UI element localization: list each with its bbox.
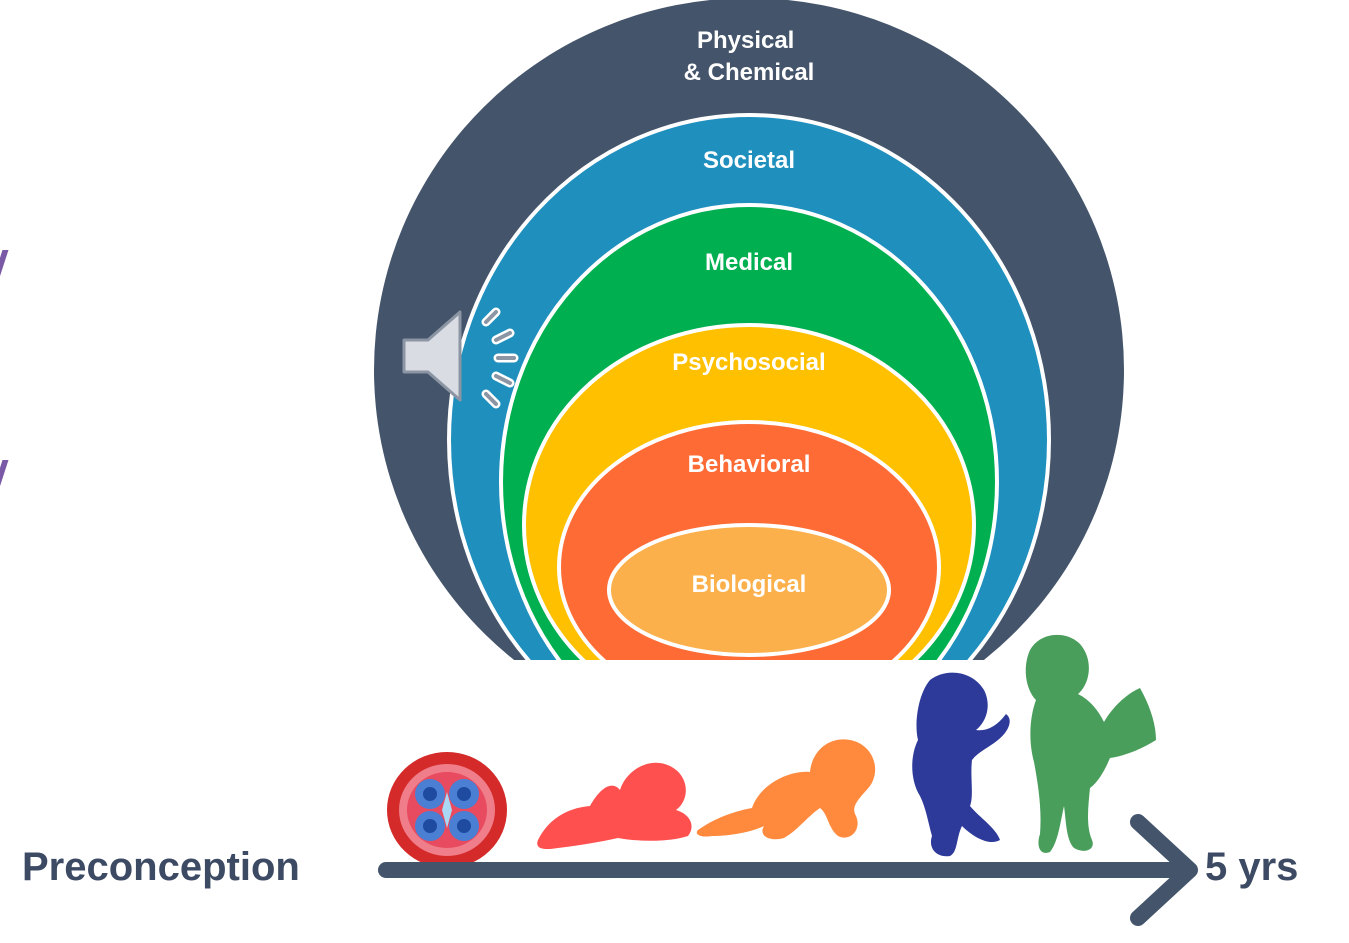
layer-label-line: Physical <box>697 27 794 54</box>
child-reading-icon <box>1025 634 1156 853</box>
toddler-icon <box>912 672 1010 857</box>
layer-label-medical: Medical <box>705 249 793 276</box>
embryo-icon <box>387 752 507 868</box>
infant-lying-icon <box>537 762 692 850</box>
layer-label-behavioral: Behavioral <box>688 451 811 478</box>
timeline-end-label: 5 yrs <box>1205 845 1299 889</box>
layer-label-psychosocial: Psychosocial <box>672 349 825 376</box>
layer-label-physical-chemical: Physical & Chemical <box>684 27 815 86</box>
timeline-start-label: Preconception <box>22 845 300 889</box>
layer-stack <box>374 0 1124 660</box>
speaker-icon[interactable] <box>402 307 519 409</box>
layer-label-line: & Chemical <box>684 59 815 86</box>
infant-crawling-icon <box>696 739 876 840</box>
layer-biological <box>607 523 891 657</box>
layer-label-societal: Societal <box>703 147 795 174</box>
timeline-arrow <box>378 814 1198 926</box>
layer-label-biological: Biological <box>692 571 807 598</box>
